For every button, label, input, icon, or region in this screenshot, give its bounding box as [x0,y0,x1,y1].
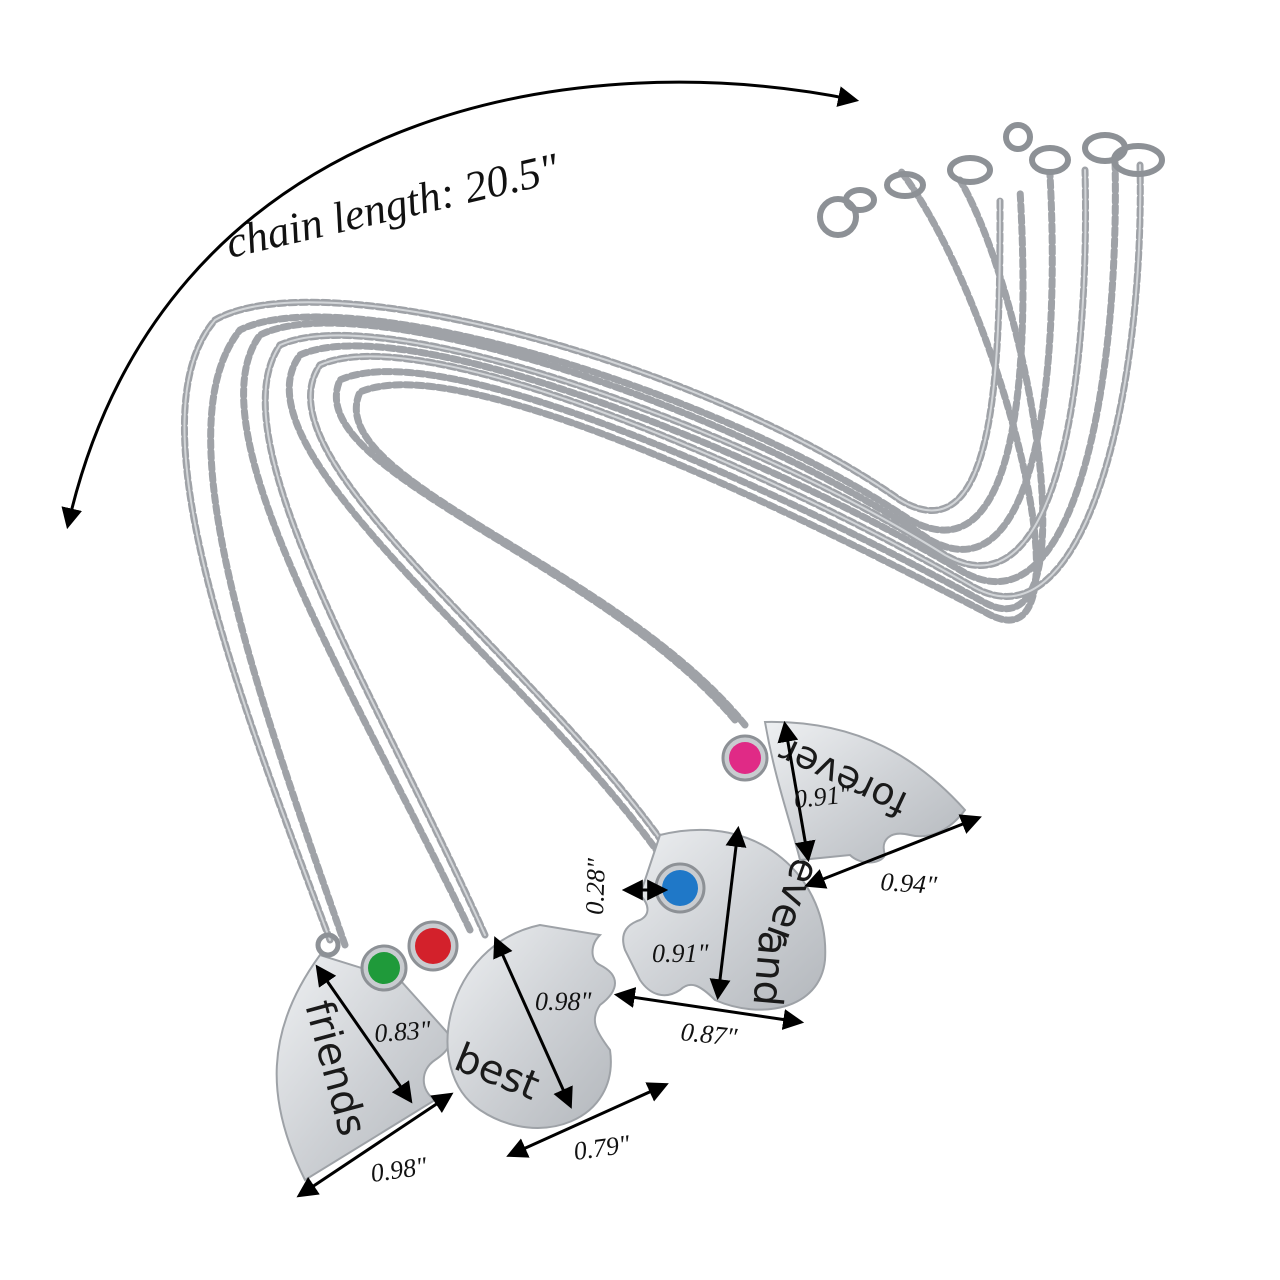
best-width-arrow [506,1082,669,1158]
pink-stone [729,742,761,774]
red-birthstone [407,920,459,972]
best-height-label: 0.98" [535,987,592,1016]
forever-width-label: 0.94" [880,867,938,900]
stone-width-label: 0.28" [580,858,611,915]
and-ever-height-label: 0.91" [652,939,709,968]
blue-birthstone [654,862,706,914]
best-height-arrow [493,936,573,1109]
dimension-arrows [296,720,982,1198]
green-birthstone [360,944,408,992]
best-width-label: 0.79" [572,1129,632,1166]
friends-height-arrow [315,964,413,1104]
friends-width-label: 0.98" [369,1151,429,1188]
chain-length-arrow [61,80,860,530]
forever-width-arrow [804,814,982,889]
and-ever-width-arrow [613,987,805,1030]
forever-height-label: 0.91" [793,779,852,814]
chain-length-label: chain length: 20.5" [221,143,564,267]
and-ever-width-label: 0.87" [679,1017,738,1052]
necklace-chains [180,156,1144,949]
friends-width-arrow [296,1092,454,1198]
green-stone [368,952,400,984]
friends-height-label: 0.83" [373,1015,431,1048]
blue-stone [662,870,698,906]
pink-birthstone [721,734,769,782]
and-ever-height-arrow [709,825,747,1001]
lobster-clasps [817,122,1165,238]
pendant-best: best [446,923,616,1129]
red-stone [415,928,451,964]
